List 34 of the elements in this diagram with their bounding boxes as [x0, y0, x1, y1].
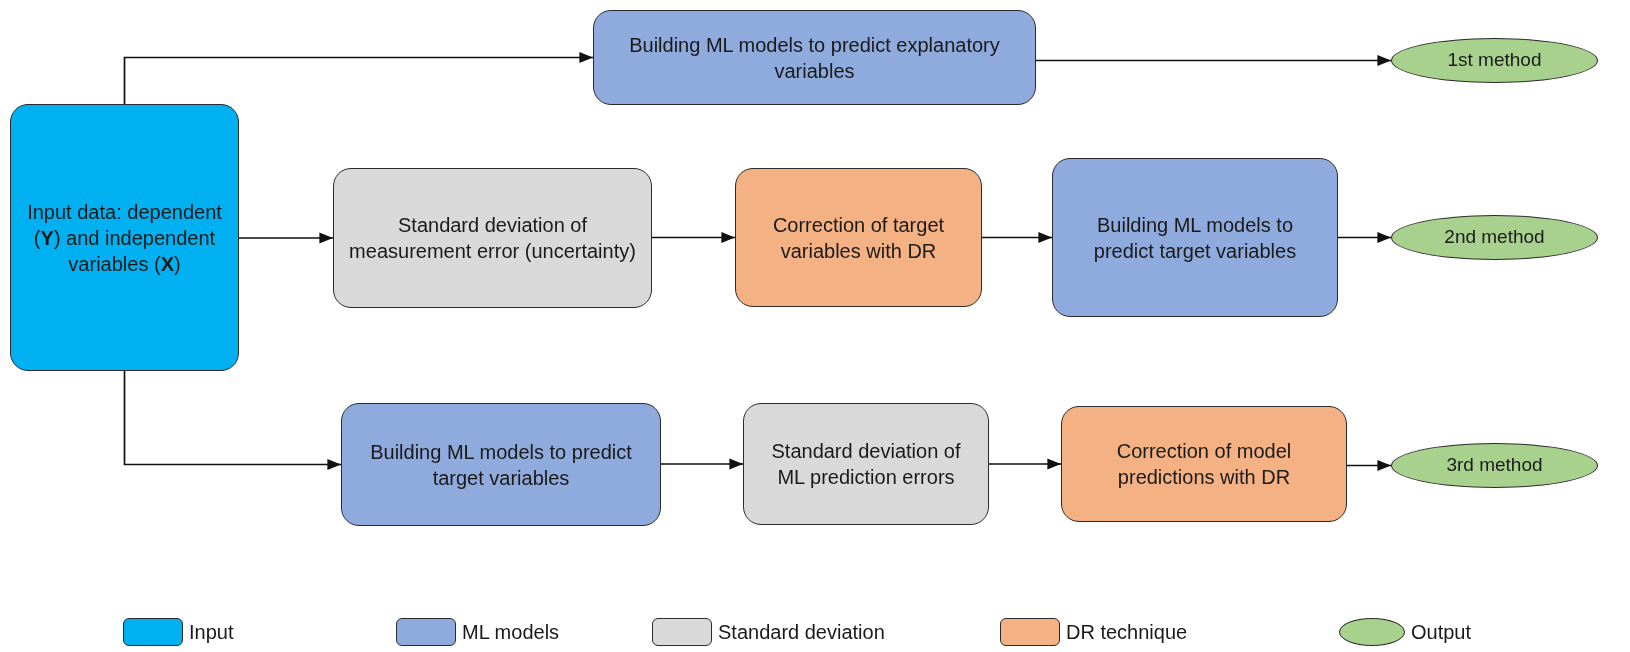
correction-box	[1061, 406, 1347, 522]
arrow	[238, 232, 334, 244]
node-label: 1st method	[1447, 48, 1542, 73]
arrow	[981, 232, 1053, 243]
model-box	[593, 10, 1036, 105]
input-box	[10, 104, 239, 371]
legend-label: Standard deviation	[718, 620, 885, 644]
arrow	[1035, 55, 1392, 66]
node-label: 3rd method	[1446, 453, 1543, 478]
deviation-box	[743, 403, 989, 525]
arrow	[988, 458, 1062, 470]
node-label: Standard deviation of measurement error (uncertainty)	[348, 213, 637, 264]
node-label: Building ML models to predict target variables	[369, 439, 633, 491]
model-box	[341, 403, 661, 526]
node-label: Standard deviation of ML prediction errors	[770, 439, 962, 490]
arrow	[123, 370, 342, 470]
correction-box	[735, 168, 982, 307]
node-label: Input data: dependent (Y) and independent variables (X)	[26, 199, 223, 277]
node-label: Correction of target variables with DR	[771, 212, 946, 264]
node-label: 2nd method	[1444, 225, 1545, 250]
node-label: Building ML models to predict explanatory variables	[628, 32, 1001, 84]
arrow	[651, 232, 736, 243]
legend-label: DR technique	[1066, 620, 1188, 644]
arrow	[1337, 232, 1392, 243]
arrow	[660, 458, 744, 470]
legend-label: Output	[1411, 620, 1472, 644]
arrow	[123, 52, 594, 105]
deviation-box	[333, 168, 652, 308]
node-label: Correction of model predictions with DR	[1115, 439, 1293, 490]
model-box	[1052, 158, 1338, 317]
legend-label: ML models	[462, 620, 560, 644]
node-label: Building ML models to predict target variables	[1092, 212, 1298, 264]
arrow	[1346, 460, 1392, 471]
legend-label: Input	[189, 620, 234, 644]
